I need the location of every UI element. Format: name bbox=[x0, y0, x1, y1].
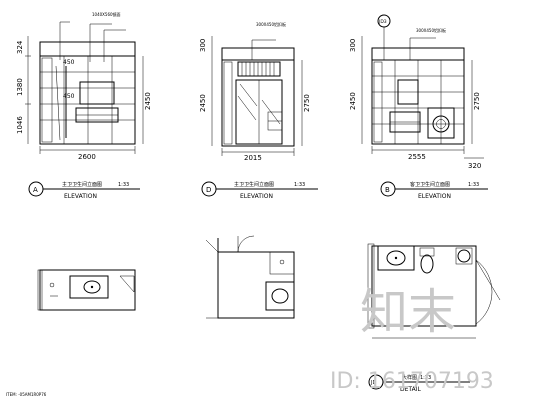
view-scale: 1:33 bbox=[118, 182, 129, 188]
side-wall-section bbox=[373, 61, 383, 143]
vanity-top bbox=[377, 245, 415, 271]
ceiling-hatch bbox=[221, 47, 295, 61]
view-subtitle: ELEVATION bbox=[240, 193, 273, 200]
basin bbox=[386, 250, 406, 266]
mirror bbox=[397, 79, 419, 105]
view-title: 主卫卫生间立面图 bbox=[234, 181, 274, 188]
plan-outline bbox=[217, 251, 295, 319]
note-text: 450 bbox=[63, 93, 75, 100]
plan-shower bbox=[205, 235, 295, 319]
dim-label: 2450 bbox=[199, 94, 207, 112]
shower-tray bbox=[269, 251, 295, 275]
dim-label: 2555 bbox=[408, 153, 426, 161]
leader bbox=[251, 39, 276, 60]
leader-2 bbox=[103, 29, 126, 62]
elevation-a: 1040X560镜面 450 450 324 1380 1046 2450 26… bbox=[16, 11, 152, 200]
toilet-tank bbox=[419, 247, 435, 257]
leader-1 bbox=[89, 23, 112, 62]
ceiling-hatch bbox=[39, 41, 136, 57]
ceiling-hatch bbox=[371, 47, 465, 61]
wall-outline bbox=[39, 55, 136, 145]
basin bbox=[271, 288, 289, 304]
side-wall-section bbox=[41, 57, 53, 143]
detail-callout-label: JD3 bbox=[378, 19, 387, 25]
watermark-id: ID: 161707193 bbox=[330, 369, 494, 394]
tile-grid bbox=[40, 56, 135, 144]
dim-label: 1380 bbox=[16, 78, 24, 96]
mirror bbox=[79, 81, 115, 105]
dim-label: 300 bbox=[349, 39, 357, 52]
door-swing bbox=[475, 259, 493, 325]
dim-label: 2450 bbox=[349, 92, 357, 110]
view-scale: 1:33 bbox=[294, 182, 305, 188]
elevation-d: 300X450铝扣板 300 2450 2750 2015 D 主卫卫生间立面图… bbox=[199, 21, 318, 200]
watermark-logo: 知末 bbox=[360, 284, 456, 340]
shower-screen-edge bbox=[55, 65, 61, 141]
plan-outline bbox=[371, 245, 477, 327]
dim-label: 324 bbox=[16, 40, 24, 54]
detail-scale: 1:33 bbox=[420, 375, 431, 381]
note-text: 1040X560镜面 bbox=[92, 11, 121, 17]
view-scale: 1:33 bbox=[468, 182, 479, 188]
dim-label: 2450 bbox=[144, 92, 152, 110]
note-text: 300X450铝扣板 bbox=[256, 21, 286, 27]
leader-3 bbox=[59, 21, 70, 60]
detail-plan: JD 大样图 1:33 DETAIL bbox=[367, 243, 501, 393]
footer-text: ITEM: -05AM1R0P76 bbox=[6, 392, 47, 397]
view-title: 主卫卫生间立面图 bbox=[62, 181, 102, 188]
side-wall-section bbox=[223, 61, 233, 145]
washer-drum bbox=[432, 115, 450, 133]
detail-subtitle: DETAIL bbox=[400, 386, 421, 393]
floor-drain bbox=[457, 249, 471, 263]
plan-outline bbox=[39, 269, 136, 311]
detail-marker-label: JD bbox=[370, 380, 376, 386]
note-text: 300X450铝扣板 bbox=[416, 27, 446, 33]
door-swing bbox=[237, 235, 255, 253]
vanity-top bbox=[265, 281, 295, 311]
dim-label: 2015 bbox=[244, 154, 262, 162]
dim-label: 2750 bbox=[303, 94, 311, 112]
detail-title: 大样图 bbox=[402, 374, 417, 381]
dim-label: 320 bbox=[468, 162, 481, 170]
dim-label: 1046 bbox=[16, 116, 24, 134]
window-louver bbox=[237, 61, 281, 77]
elevation-b: 300X450铝扣板 JD3 300 2450 2750 2555 320 B … bbox=[349, 14, 488, 200]
wall-outline bbox=[221, 59, 295, 147]
plan-wall bbox=[217, 238, 294, 253]
view-title: 客卫卫生间立面图 bbox=[410, 181, 450, 188]
toilet-bowl bbox=[420, 254, 434, 274]
dim-label: 2600 bbox=[78, 153, 96, 161]
dim-label: 300 bbox=[199, 39, 207, 52]
note-text: 450 bbox=[63, 59, 75, 66]
leader bbox=[409, 37, 436, 60]
basin bbox=[83, 280, 101, 294]
view-subtitle: ELEVATION bbox=[64, 193, 97, 200]
louver-slats bbox=[241, 62, 275, 76]
vanity-top bbox=[69, 275, 109, 299]
washing-machine bbox=[427, 107, 455, 139]
view-marker-letter: D bbox=[206, 186, 211, 194]
view-subtitle: ELEVATION bbox=[418, 193, 451, 200]
corner-shelf bbox=[119, 275, 135, 293]
dim-label: 2750 bbox=[473, 92, 481, 110]
plan-vanity bbox=[37, 269, 136, 311]
view-marker-letter: B bbox=[385, 186, 390, 194]
view-marker-letter: A bbox=[33, 186, 38, 194]
